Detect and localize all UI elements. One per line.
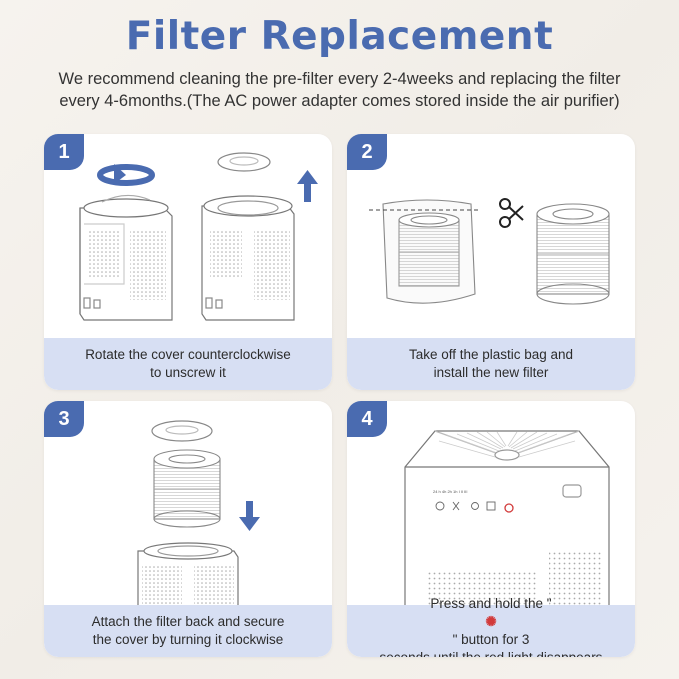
step-caption: Rotate the cover counterclockwise to uns… (44, 338, 332, 390)
purifier-body-image (137, 542, 239, 607)
down-arrow-icon (239, 501, 260, 531)
step-4-illustration: 24 h 4h 2h 1h I II III (404, 430, 610, 607)
purifier-image (404, 430, 610, 607)
svg-text:24 h 4h 2h 1h I II III: 24 h 4h 2h 1h I II III (433, 489, 467, 494)
step-number-badge: 1 (44, 134, 84, 170)
step-card-1: 1 (44, 134, 332, 390)
caption-line-2: install the new filter (433, 365, 549, 380)
caption-line-1: Take off the plastic bag and (408, 347, 574, 362)
caption-line-1: Rotate the cover counterclockwise (85, 347, 291, 362)
caption-line-1: Press and hold the " ✺ " button for 3 (380, 595, 603, 649)
cover-image (151, 420, 213, 442)
purifier-right-image (201, 195, 295, 321)
page-title: Filter Replacement (125, 14, 554, 59)
subtitle-line-2: every 4-6months.(The AC power adapter co… (59, 92, 620, 110)
step-3-illustration (137, 420, 260, 607)
step-caption: Press and hold the " ✺ " button for 3 seco… (347, 596, 635, 657)
step-2-illustration (369, 198, 610, 305)
reset-button-icon: ✺ (485, 614, 497, 629)
new-filter-image (536, 203, 610, 305)
up-arrow-icon (297, 170, 318, 202)
filter-image (153, 449, 221, 528)
step-card-4: 4 24 h 4h 2h 1h (347, 401, 635, 657)
step-number-badge: 2 (347, 134, 387, 170)
step-caption: Attach the filter back and secure the co… (44, 605, 332, 657)
subtitle-line-1: We recommend cleaning the pre-filter eve… (58, 70, 621, 88)
caption-line-2: the cover by turning it clockwise (92, 632, 284, 647)
step-card-2: 2 Ta (347, 134, 635, 390)
caption-text-post: " button for 3 (452, 632, 530, 647)
caption-line-2: to unscrew it (150, 365, 226, 380)
caption-line-1: Attach the filter back and secure (91, 614, 285, 629)
step-caption: Take off the plastic bag and install the… (347, 338, 635, 390)
scissors-icon (499, 198, 524, 228)
caption-text-pre: Press and hold the " (430, 596, 552, 611)
bagged-filter-image (369, 199, 481, 304)
rotate-arrow-icon (97, 164, 155, 186)
purifier-left-image (79, 194, 173, 321)
step-number-badge: 4 (347, 401, 387, 437)
step-card-3: 3 (44, 401, 332, 657)
step-number-badge: 3 (44, 401, 84, 437)
step-1-illustration (79, 152, 318, 321)
cover-image (217, 152, 271, 172)
caption-line-2: seconds until the red light disappears (380, 649, 603, 657)
reset-button-icon (504, 503, 514, 513)
page-subtitle: We recommend cleaning the pre-filter eve… (10, 68, 669, 112)
control-panel: 24 h 4h 2h 1h I II III (433, 489, 514, 513)
